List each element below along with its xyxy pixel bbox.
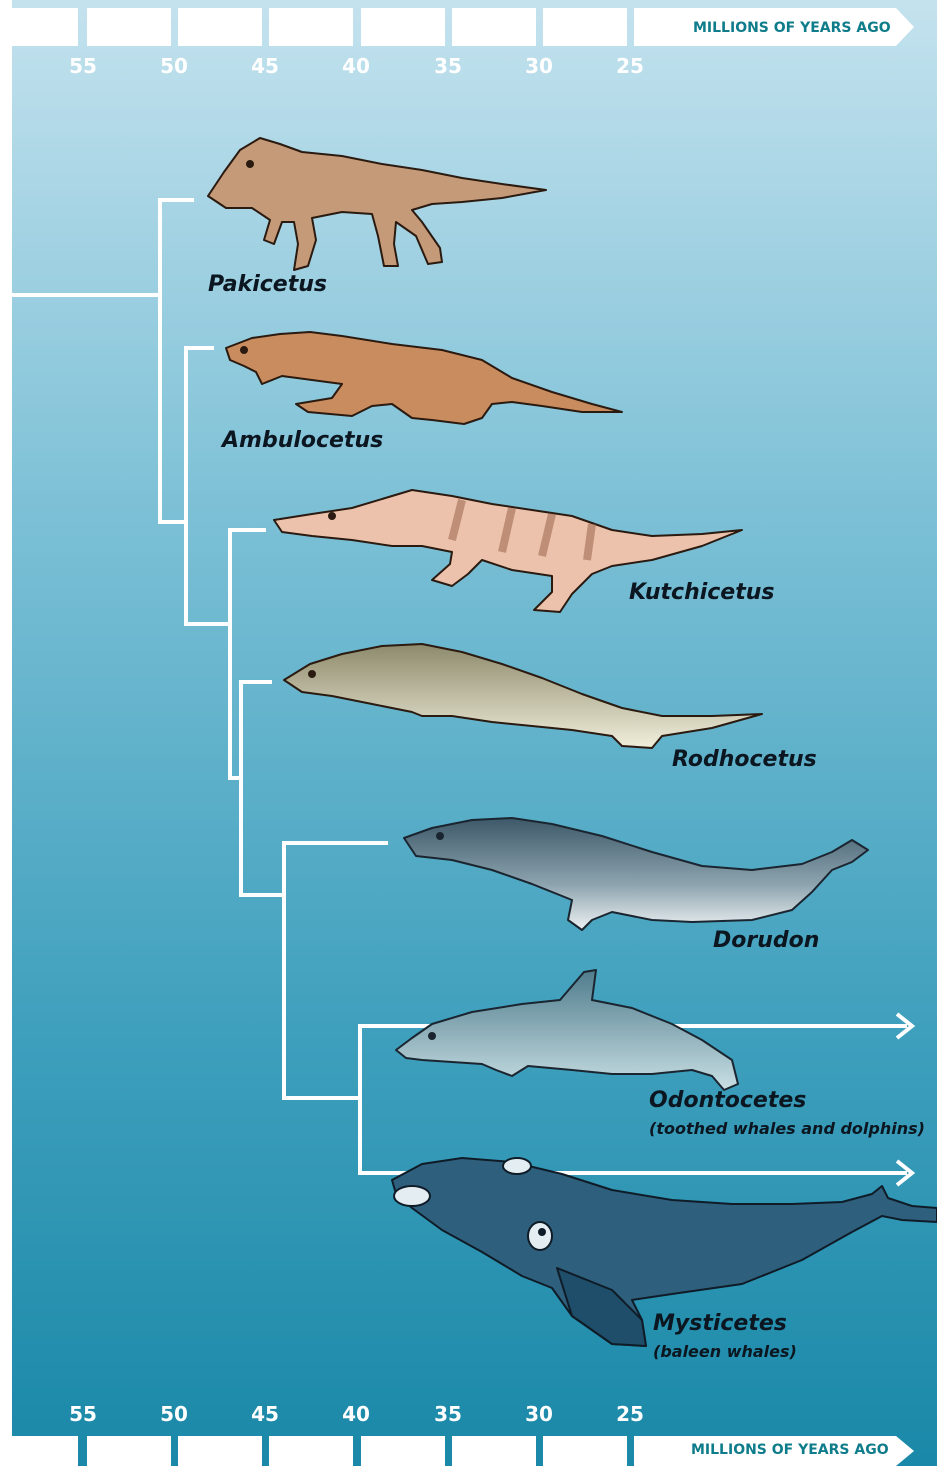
top-tick-label: 45 bbox=[251, 54, 279, 78]
bottom-axis-title: MILLIONS OF YEARS AGO bbox=[691, 1442, 889, 1458]
top-tick-label: 50 bbox=[160, 54, 188, 78]
top-tick-label: 35 bbox=[434, 54, 462, 78]
bottom-tick-label: 40 bbox=[342, 1402, 370, 1426]
species-label-pakicetus: Pakicetus bbox=[208, 272, 327, 297]
top-tick-label: 25 bbox=[616, 54, 644, 78]
top-axis-title: MILLIONS OF YEARS AGO bbox=[693, 20, 891, 36]
species-sublabel-mysticetes: (baleen whales) bbox=[653, 1342, 797, 1361]
species-label-mysticetes: Mysticetes bbox=[653, 1311, 787, 1336]
bottom-tick-label: 35 bbox=[434, 1402, 462, 1426]
diagram-canvas bbox=[12, 0, 937, 1466]
top-tick-label: 30 bbox=[525, 54, 553, 78]
bottom-tick-label: 55 bbox=[69, 1402, 97, 1426]
species-label-odontocetes: Odontocetes bbox=[649, 1088, 806, 1113]
species-label-kutchicetus: Kutchicetus bbox=[629, 580, 775, 605]
species-sublabel-odontocetes: (toothed whales and dolphins) bbox=[649, 1119, 925, 1138]
top-tick-label: 40 bbox=[342, 54, 370, 78]
species-label-ambulocetus: Ambulocetus bbox=[222, 428, 383, 453]
bottom-tick-label: 25 bbox=[616, 1402, 644, 1426]
top-tick-label: 55 bbox=[69, 54, 97, 78]
species-label-rodhocetus: Rodhocetus bbox=[672, 747, 817, 772]
bottom-tick-label: 30 bbox=[525, 1402, 553, 1426]
bottom-tick-label: 45 bbox=[251, 1402, 279, 1426]
bottom-tick-label: 50 bbox=[160, 1402, 188, 1426]
whale-evolution-diagram: MILLIONS OF YEARS AGO 55 50 45 40 35 30 … bbox=[12, 0, 937, 1466]
species-label-dorudon: Dorudon bbox=[713, 928, 819, 953]
